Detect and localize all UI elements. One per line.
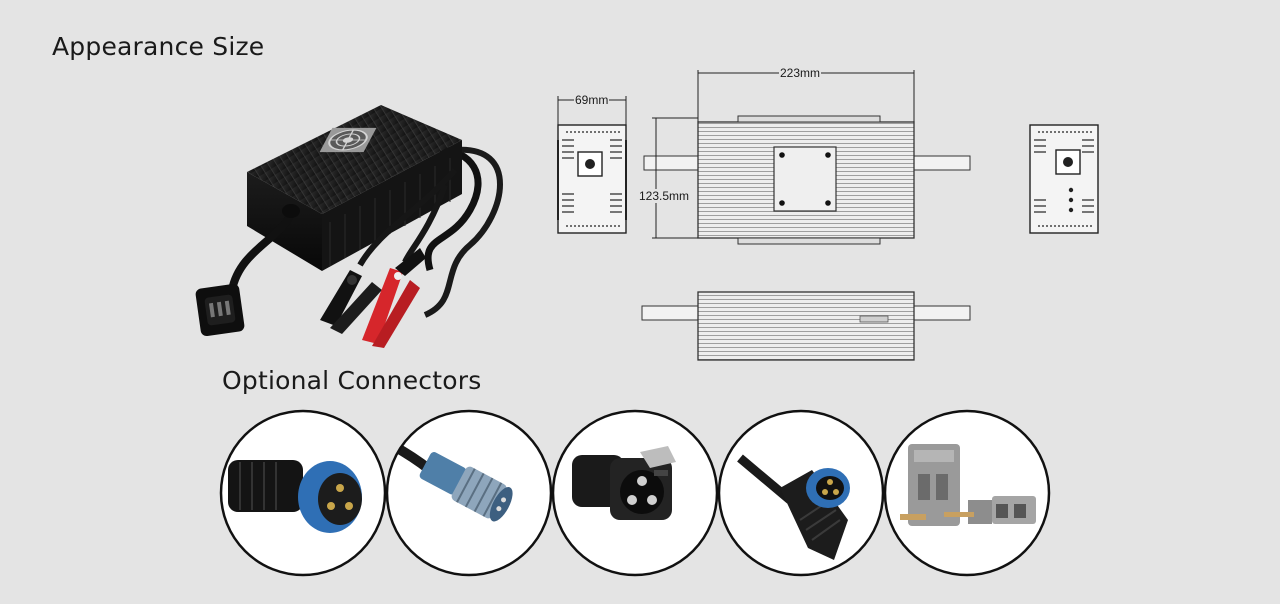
black-clamp-icon bbox=[320, 270, 382, 334]
end-view-left bbox=[557, 96, 627, 234]
width-dimension-label: 123.5mm bbox=[638, 189, 691, 203]
depth-dimension-label: 69mm bbox=[574, 93, 610, 107]
optional-connectors-title: Optional Connectors bbox=[222, 366, 482, 395]
three-pin-socket-latch-icon bbox=[551, 409, 719, 577]
top-view bbox=[643, 70, 971, 245]
side-view bbox=[641, 291, 971, 361]
aviation-plug-metal-icon bbox=[385, 409, 553, 577]
ac-plug-icon bbox=[195, 283, 245, 337]
right-angle-plug-blue-icon bbox=[717, 409, 885, 577]
end-view-right bbox=[1029, 124, 1099, 234]
length-dimension-label: 223mm bbox=[779, 66, 822, 80]
circular-connector-blue-ring-icon bbox=[219, 409, 387, 577]
fan-icon bbox=[319, 127, 377, 153]
anderson-plug-gray-icon bbox=[883, 409, 1051, 577]
appearance-size-title: Appearance Size bbox=[52, 32, 265, 61]
red-clamp-icon bbox=[362, 248, 426, 348]
